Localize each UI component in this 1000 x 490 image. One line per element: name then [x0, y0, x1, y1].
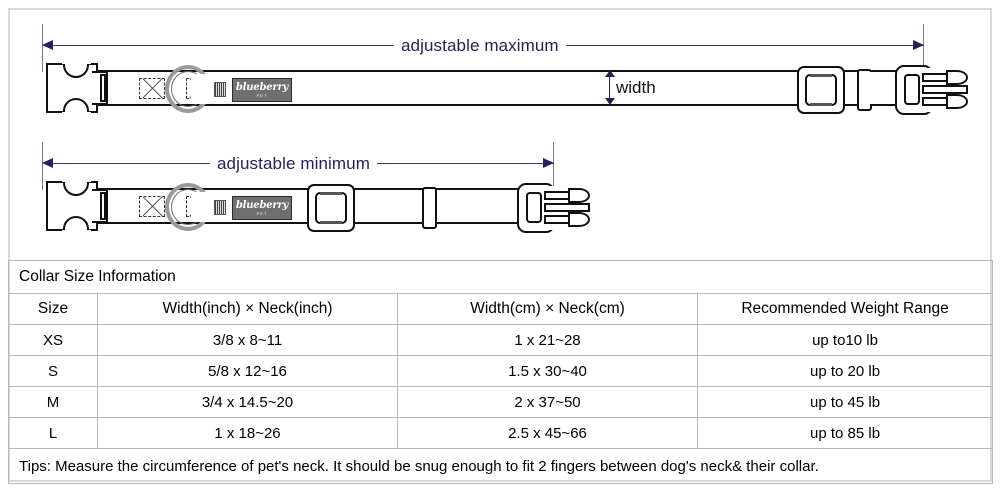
table-row: XS 3/8 x 8~11 1 x 21~28 up to10 lb [8, 324, 994, 356]
table-row: L 1 x 18~26 2.5 x 45~66 up to 85 lb [8, 417, 994, 449]
collar-size-table: Collar Size Information Size Width(inch)… [7, 260, 994, 484]
male-prong-barb-bottom-min [568, 212, 590, 227]
header-size: Size [8, 293, 98, 325]
header-weight: Recommended Weight Range [696, 293, 994, 325]
brand-name-min: blueberry [235, 199, 289, 211]
width-arrow-up [605, 70, 615, 77]
stitch-box-1-max [139, 78, 165, 99]
cell-cm-m: 2 x 37~50 [397, 386, 698, 418]
male-buckle-frame-inner-min [526, 192, 542, 223]
d-ring-mask-max [191, 74, 213, 104]
male-prong-barb-bottom-max [946, 94, 968, 109]
dimension-arrow-left-min [42, 158, 53, 168]
cell-weight-xs: up to10 lb [696, 324, 994, 356]
tri-glide-adjuster-min [307, 184, 355, 232]
cell-cm-xs: 1 x 21~28 [397, 324, 698, 356]
width-arrow-down [605, 98, 615, 105]
d-ring-mask-min [191, 192, 213, 222]
collar-size-table-wrap: Collar Size Information Size Width(inch)… [7, 260, 994, 484]
cell-cm-s: 1.5 x 30~40 [397, 355, 698, 387]
table-title: Collar Size Information [7, 260, 994, 294]
cell-weight-s: up to 20 lb [696, 355, 994, 387]
buckle-notch-mask-top-max [62, 50, 91, 64]
male-prong-center-max [922, 85, 968, 94]
ribbed-webbing-min [214, 200, 226, 215]
cell-size-xs: XS [8, 324, 98, 356]
female-buckle-inner-bar-min [100, 192, 106, 220]
buckle-notch-mask-bottom-min [62, 230, 91, 244]
male-prong-center-min [544, 203, 590, 212]
cell-weight-l: up to 85 lb [696, 417, 994, 449]
label-adjustable-maximum: adjustable maximum [394, 36, 566, 56]
tri-glide-bar-bottom-min [320, 221, 342, 224]
keeper-loop-min [422, 187, 437, 229]
brand-label-max: blueberry PET [232, 78, 292, 102]
dimension-arrow-right-max [913, 40, 924, 50]
collar-diagram: adjustable maximum blueberry PE [8, 8, 992, 260]
cell-inch-l: 1 x 18~26 [97, 417, 398, 449]
female-buckle-inner-bar-max [100, 74, 106, 102]
table-tips-row: Tips: Measure the circumference of pet's… [7, 448, 994, 484]
ribbed-webbing-max [214, 82, 226, 97]
tri-glide-bar-top-min [320, 192, 342, 195]
tri-glide-inner-min [315, 192, 347, 224]
cell-inch-s: 5/8 x 12~16 [97, 355, 398, 387]
table-row: M 3/4 x 14.5~20 2 x 37~50 up to 45 lb [8, 386, 994, 418]
tri-glide-bar-top-max [810, 74, 832, 77]
buckle-notch-mask-top-min [62, 168, 91, 182]
cell-inch-m: 3/4 x 14.5~20 [97, 386, 398, 418]
label-adjustable-minimum: adjustable minimum [210, 154, 377, 174]
brand-sub-min: PET [256, 210, 268, 216]
male-buckle-frame-inner-max [904, 74, 920, 105]
cell-size-s: S [8, 355, 98, 387]
label-width: width [616, 78, 656, 97]
brand-sub: PET [256, 92, 268, 98]
cell-size-l: L [8, 417, 98, 449]
header-cm: Width(cm) × Neck(cm) [397, 293, 698, 325]
tri-glide-inner-max [805, 74, 837, 106]
width-marker-line [609, 72, 610, 104]
table-title-row: Collar Size Information [7, 260, 994, 294]
cell-weight-m: up to 45 lb [696, 386, 994, 418]
table-header-row: Size Width(inch) × Neck(inch) Width(cm) … [8, 293, 994, 325]
table-row: S 5/8 x 12~16 1.5 x 30~40 up to 20 lb [8, 355, 994, 387]
tri-glide-bar-bottom-max [810, 103, 832, 106]
male-prong-barb-top-max [946, 70, 968, 85]
male-prong-barb-top-min [568, 188, 590, 203]
stitch-box-1-min [139, 196, 165, 217]
cell-cm-l: 2.5 x 45~66 [397, 417, 698, 449]
brand-label-min: blueberry PET [232, 196, 292, 220]
header-inch: Width(inch) × Neck(inch) [97, 293, 398, 325]
dimension-arrow-right-min [543, 158, 554, 168]
tips-text: Tips: Measure the circumference of pet's… [7, 448, 994, 484]
buckle-notch-mask-bottom-max [62, 112, 91, 126]
brand-name: blueberry [235, 81, 289, 93]
cell-size-m: M [8, 386, 98, 418]
cell-inch-xs: 3/8 x 8~11 [97, 324, 398, 356]
dimension-arrow-left-max [42, 40, 53, 50]
